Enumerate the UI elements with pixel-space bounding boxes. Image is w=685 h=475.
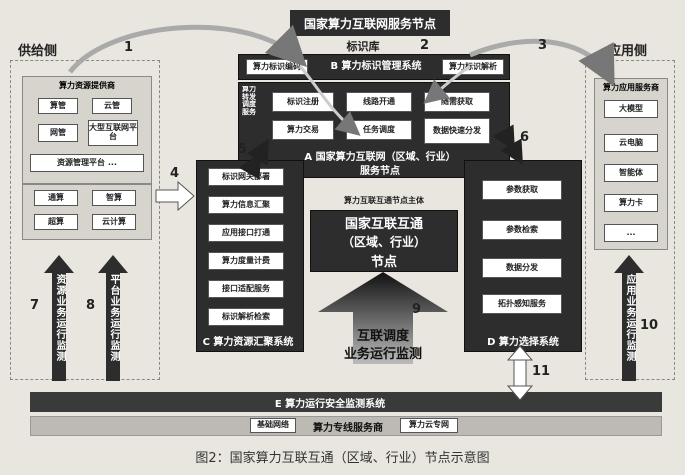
label-9: 9 xyxy=(412,302,422,317)
center-node-line-2: （区域、行业） xyxy=(341,234,426,249)
c-item-5: 标识解析检索 xyxy=(208,308,284,326)
compute-super: 超算 xyxy=(34,214,78,230)
label-2: 2 xyxy=(420,38,430,53)
demand-item-2: 智能体 xyxy=(604,164,658,182)
application-monitor-text: 应用业务运行监测 xyxy=(624,274,635,362)
arrow-3 xyxy=(469,38,615,87)
id-library-label: 标识库 xyxy=(328,38,398,54)
resource-monitor-arrow xyxy=(44,255,74,381)
supply-item-3: 大型互联网平台 xyxy=(88,120,138,146)
c-item-2: 应用接口打通 xyxy=(208,224,284,242)
supply-side-label: 供给侧 xyxy=(18,44,58,59)
supply-provider-title: 算力资源提供商 xyxy=(59,80,115,90)
e-system-bar xyxy=(30,392,662,412)
label-1: 1 xyxy=(124,40,134,55)
monitor-line-1: 互联调度 xyxy=(356,328,409,344)
arrow-4 xyxy=(155,180,195,212)
arrow-6 xyxy=(492,124,523,166)
b-system-label: B 算力标识管理系统 xyxy=(330,61,422,73)
a-tile-5: 数据快速分发 xyxy=(424,118,490,144)
c-item-3: 算力度量计费 xyxy=(208,252,284,270)
label-5: 5 xyxy=(238,142,248,157)
label-7: 7 xyxy=(30,298,40,313)
arrow-5 xyxy=(238,138,269,180)
d-item-3: 拓扑感知服务 xyxy=(482,294,562,314)
supply-item-0: 算管 xyxy=(38,98,78,114)
supply-item-1: 云管 xyxy=(92,98,132,114)
a-tile-4: 任务调度 xyxy=(346,120,412,140)
bottom-left: 基础网络 xyxy=(250,418,296,433)
center-node-line-1: 国家互联互通 xyxy=(344,216,423,232)
arrow-2 xyxy=(298,65,361,136)
bottom-right: 算力云专网 xyxy=(400,418,458,433)
c-item-4: 接口适配服务 xyxy=(208,280,284,298)
id-parse-tile: 算力标识解析 xyxy=(442,59,504,75)
compute-cloud: 云计算 xyxy=(92,214,136,230)
d-item-0: 参数获取 xyxy=(482,180,562,200)
compute-intelligent: 智算 xyxy=(92,190,136,206)
platform-monitor-text: 平台业务运行监测 xyxy=(108,274,119,362)
arrow-1 xyxy=(68,24,308,74)
a-node-caption-1: A 国家算力互联网（区域、行业） xyxy=(304,151,456,163)
demand-item-0: 大模型 xyxy=(604,100,658,118)
label-8: 8 xyxy=(86,298,96,313)
resource-monitor-text: 资源业务运行监测 xyxy=(54,274,65,362)
d-item-1: 参数检索 xyxy=(482,220,562,240)
monitoring-up-arrow xyxy=(318,272,448,364)
monitor-line-2: 业务运行监测 xyxy=(343,346,422,362)
label-3: 3 xyxy=(538,38,548,53)
e-system-label: E 算力运行安全监测系统 xyxy=(274,398,386,410)
demand-item-1: 云电脑 xyxy=(604,134,658,152)
top-node-title: 国家算力互联网服务节点 xyxy=(290,10,450,36)
compute-general: 通算 xyxy=(34,190,78,206)
arrow-2b xyxy=(423,64,471,104)
label-4: 4 xyxy=(170,166,180,181)
a-node-side-label: 算力转发调度服务 xyxy=(242,86,256,117)
supply-item-2: 网管 xyxy=(38,124,78,142)
demand-side-label: 应用侧 xyxy=(608,44,648,59)
application-monitor-arrow xyxy=(614,255,644,381)
d-item-2: 数据分发 xyxy=(482,258,562,278)
label-11: 11 xyxy=(532,364,551,379)
label-6: 6 xyxy=(520,130,530,145)
a-tile-3: 算力交易 xyxy=(272,120,334,140)
center-subject: 算力互联互通节点主体 xyxy=(344,195,424,205)
a-tile-1: 线路开通 xyxy=(346,92,412,112)
bottom-center: 算力专线服务商 xyxy=(313,422,383,434)
demand-item-4: ... xyxy=(604,224,658,242)
demand-service-title: 算力应用服务商 xyxy=(603,82,659,92)
d-system-caption: D 算力选择系统 xyxy=(487,336,559,348)
resource-platform: 资源管理平台 ... xyxy=(30,154,144,172)
center-node-line-3: 节点 xyxy=(370,254,397,270)
a-tile-0: 标识注册 xyxy=(272,92,334,112)
label-10: 10 xyxy=(640,318,659,333)
demand-item-3: 算力卡 xyxy=(604,194,658,212)
center-node-box xyxy=(310,210,458,272)
platform-monitor-arrow xyxy=(98,255,128,381)
bottom-bar xyxy=(30,416,662,436)
c-item-1: 算力信息汇聚 xyxy=(208,196,284,214)
c-system-caption: C 算力资源汇聚系统 xyxy=(202,336,294,348)
figure-caption: 图2：国家算力互联互通（区域、行业）节点示意图 xyxy=(195,450,490,466)
a-node-caption-2: 服务节点 xyxy=(360,165,400,177)
